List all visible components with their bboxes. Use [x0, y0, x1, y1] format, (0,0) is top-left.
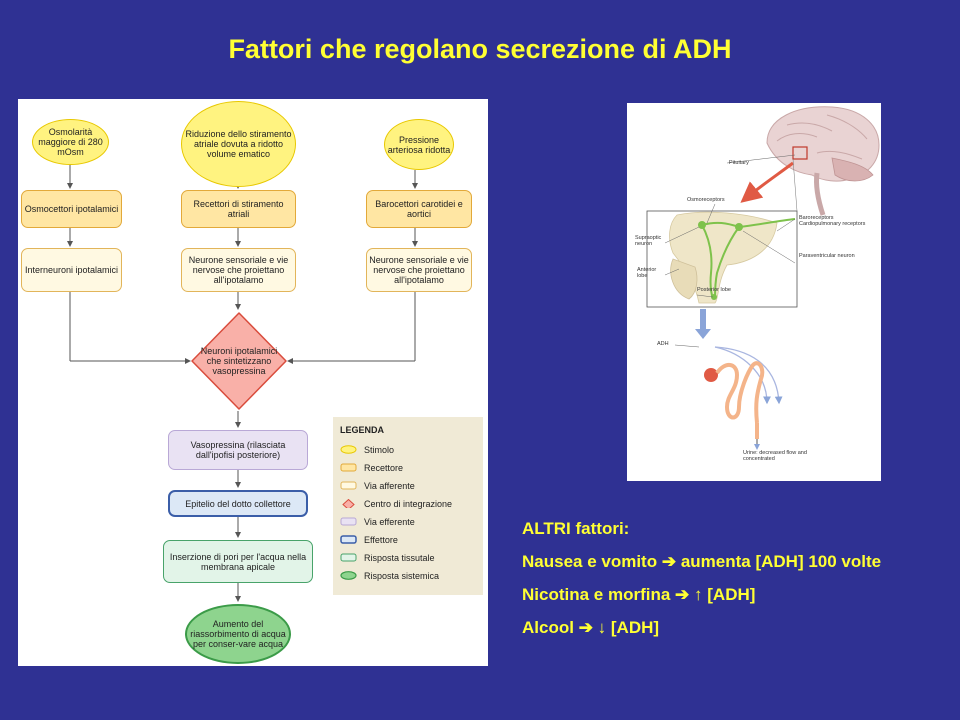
legend-label: Risposta tissutale	[364, 552, 435, 563]
label-anterior-lobe: Anterior lobe	[637, 267, 657, 279]
legend-item-integration: Centro di integrazione	[340, 497, 452, 510]
systemic-response: Aumento del riassorbimento di acqua per …	[185, 604, 291, 664]
label-urine: Urine: decreased flow and concentrated	[743, 450, 807, 462]
flowchart-panel: Osmolarità maggiore di 280 mOsm Riduzion…	[18, 99, 488, 666]
factor-effect: ↓ [ADH]	[597, 618, 660, 637]
legend-item-afferent: Via afferente	[340, 479, 415, 492]
legend-item-stimulus: Stimolo	[340, 443, 394, 456]
arrow-icon: ➔	[661, 552, 677, 571]
legend-label: Stimolo	[364, 444, 395, 455]
legend-label: Via afferente	[364, 480, 415, 491]
legend: LEGENDA Stimolo Recettore Via afferente …	[333, 417, 483, 595]
factor-effect: aumenta [ADH] 100 volte	[680, 552, 882, 571]
factor-cause: Nicotina e morfina	[522, 585, 671, 604]
legend-title: LEGENDA	[340, 425, 385, 435]
receptor-osmoreceptors: Osmocettori ipotalamici	[21, 190, 122, 228]
label-pituitary: Pituitary	[729, 160, 749, 166]
arrow-icon: ➔	[675, 585, 690, 604]
afferent-sensory-neuron-baro: Neurone sensoriale e vie nervose che pro…	[366, 248, 472, 292]
factor-cause: Alcool	[522, 618, 574, 637]
anatomy-illustration-panel: Pituitary Osmoreceptors Baroreceptors Ca…	[627, 103, 881, 481]
legend-swatch-integration	[342, 499, 355, 508]
arrow-icon: ➔	[578, 618, 593, 637]
legend-swatch-afferent	[340, 481, 357, 490]
legend-item-tissue: Risposta tissutale	[340, 551, 435, 564]
label-posterior-lobe: Posterior lobe	[697, 287, 731, 293]
other-factors-box: ALTRI fattori: Nausea e vomito ➔ aumenta…	[522, 518, 922, 650]
afferent-sensory-neuron-atrial: Neurone sensoriale e vie nervose che pro…	[181, 248, 296, 292]
receptor-baroreceptors: Barocettori carotidei e aortici	[366, 190, 472, 228]
factor-cause: Nausea e vomito	[522, 552, 658, 571]
label-osmoreceptors: Osmoreceptors	[687, 197, 725, 203]
legend-item-receptor: Recettore	[340, 461, 403, 474]
other-factor-nicotine: Nicotina e morfina ➔ ↑ [ADH]	[522, 584, 922, 605]
legend-swatch-effector	[340, 535, 357, 544]
other-factor-alcohol: Alcool ➔ ↓ [ADH]	[522, 617, 922, 638]
legend-label: Recettore	[364, 462, 404, 473]
integration-center-label: Neuroni ipotalamici che sintetizzano vas…	[200, 346, 278, 376]
legend-swatch-stimulus	[340, 445, 357, 454]
legend-swatch-systemic	[340, 571, 357, 580]
stimulus-atrial-stretch: Riduzione dello stiramento atriale dovut…	[181, 101, 296, 187]
legend-label: Via efferente	[364, 516, 415, 527]
legend-label: Effettore	[364, 534, 398, 545]
effector-collecting-duct: Epitelio del dotto collettore	[168, 490, 308, 517]
legend-swatch-efferent	[340, 517, 357, 526]
legend-swatch-tissue	[340, 553, 357, 562]
stimulus-blood-pressure: Pressione arteriosa ridotta	[384, 119, 454, 170]
page-title: Fattori che regolano secrezione di ADH	[228, 34, 732, 64]
other-factors-heading: ALTRI fattori:	[522, 519, 630, 538]
receptor-atrial-stretch: Recettori di stiramento atriali	[181, 190, 296, 228]
efferent-vasopressin: Vasopressina (rilasciata dall'ipofisi po…	[168, 430, 308, 470]
integration-center-shape	[191, 312, 287, 410]
afferent-interneurons: Interneuroni ipotalamici	[21, 248, 122, 292]
legend-item-systemic: Risposta sistemica	[340, 569, 439, 582]
legend-item-effector: Effettore	[340, 533, 398, 546]
label-paraventricular-neuron: Paraventricular neuron	[799, 253, 855, 259]
flow-connectors	[67, 165, 418, 602]
legend-label: Centro di integrazione	[364, 498, 453, 509]
legend-label: Risposta sistemica	[364, 570, 440, 581]
factor-effect: ↑ [ADH]	[694, 585, 756, 604]
label-supraoptic-neuron: Supraoptic neuron	[635, 235, 662, 247]
tissue-response: Inserzione di pori per l'acqua nella mem…	[163, 540, 313, 583]
stimulus-osmolarity: Osmolarità maggiore di 280 mOsm	[32, 119, 109, 165]
label-adh: ADH	[657, 341, 669, 347]
label-baroreceptors: Baroreceptors Cardiopulmonary receptors	[799, 215, 866, 227]
anatomy-illustration	[646, 106, 880, 450]
legend-swatch-receptor	[340, 463, 357, 472]
legend-item-efferent: Via efferente	[340, 515, 415, 528]
other-factor-nausea: Nausea e vomito ➔ aumenta [ADH] 100 volt…	[522, 551, 922, 572]
